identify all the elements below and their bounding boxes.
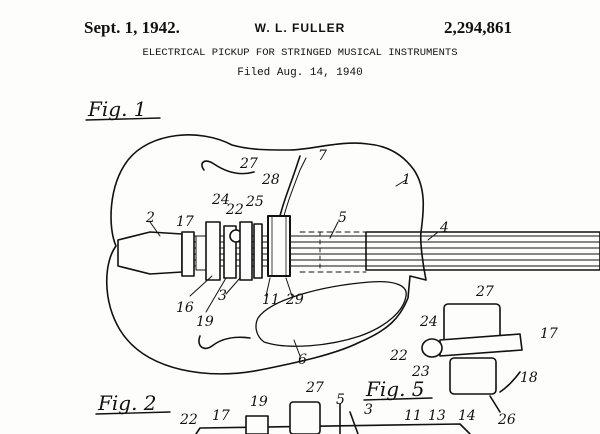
leader-19: [205, 277, 227, 313]
fig5-pivot: [421, 338, 443, 358]
fig5-ref-26: 26: [497, 412, 516, 428]
pickup-bracket: [239, 221, 253, 281]
leader-11: [265, 277, 271, 297]
ref-24: 24: [211, 192, 230, 208]
ref-22: 22: [225, 202, 244, 218]
ref-28: 28: [261, 172, 280, 188]
fig2-ref-5: 5: [336, 392, 345, 408]
filed-date: Filed Aug. 14, 1940: [237, 67, 363, 79]
fig5-magnet-housing: [449, 357, 497, 395]
fig1-underline: [85, 117, 161, 121]
fig5-ref-24: 24: [419, 314, 438, 330]
fig5-ref-18: 18: [520, 370, 538, 386]
fig2-underline: [95, 411, 171, 415]
ref-27: 27: [239, 156, 258, 172]
fig5-underline: [363, 397, 433, 401]
inventor-name: W. L. FULLER: [254, 21, 346, 35]
fig2-ref-3: 3: [364, 402, 373, 418]
leader-1: [395, 179, 407, 187]
fig5-ref-17: 17: [540, 326, 558, 342]
ref-25: 25: [245, 194, 264, 210]
upper-f-hole: [201, 160, 255, 175]
ref-17: 17: [176, 214, 194, 230]
leader-5: [329, 221, 339, 239]
pickup-clamp: [253, 223, 263, 279]
fig5-screw: [499, 371, 521, 393]
fig2-label: Fig. 2: [97, 391, 157, 415]
leader-29: [285, 277, 293, 297]
fig5-ref-27: 27: [475, 284, 494, 300]
fig2-post-2: [349, 411, 359, 434]
lower-f-hole: [198, 335, 251, 350]
ref-6: 6: [298, 352, 307, 368]
neck-inner: [365, 235, 600, 267]
tailpiece-anchor: [181, 231, 195, 277]
fig5-ref-23: 23: [411, 364, 430, 380]
fig2-body-edge: [195, 423, 471, 434]
fig2-ref-27: 27: [305, 380, 324, 396]
fig2-ref-13: 13: [428, 408, 446, 424]
leader-3: [225, 277, 241, 295]
ref-11: 11: [262, 292, 280, 308]
tailpiece-plate: [195, 235, 207, 271]
fig2-pickup: [289, 401, 321, 434]
tailpiece: [117, 231, 183, 275]
ref-19: 19: [196, 314, 214, 330]
patent-date: Sept. 1, 1942.: [84, 18, 180, 37]
leader-2: [149, 221, 161, 237]
fig5-leg: [489, 395, 501, 413]
leader-4: [427, 231, 439, 241]
fig5-label: Fig. 5: [365, 377, 425, 401]
fig2-ref-22: 22: [179, 412, 198, 428]
fig2-ref-19: 19: [250, 394, 268, 410]
ref-2: 2: [145, 210, 155, 226]
leader-16: [189, 275, 213, 297]
guitar-neck: [365, 231, 600, 271]
patent-title: ELECTRICAL PICKUP FOR STRINGED MUSICAL I…: [142, 47, 458, 59]
guitar-body-outline: [105, 134, 427, 375]
pickguard: [255, 280, 407, 347]
ref-16: 16: [176, 300, 194, 316]
ref-5: 5: [338, 210, 347, 226]
ref-1: 1: [402, 172, 411, 188]
fig2-ref-17: 17: [212, 408, 230, 424]
ref-3: 3: [218, 288, 227, 304]
patent-number: 2,294,861: [444, 18, 512, 37]
pickup-coil: [267, 215, 291, 277]
pickup-wire: [279, 155, 301, 217]
pickup-wire-2: [283, 157, 307, 217]
fig2-ref-14: 14: [458, 408, 476, 424]
ref-29: 29: [285, 292, 304, 308]
fig2-knob: [245, 415, 269, 434]
ref-4: 4: [439, 220, 449, 236]
bridge-base: [205, 221, 221, 281]
leader-6: [293, 339, 301, 357]
fig1-label: Fig. 1: [87, 97, 147, 121]
fig2-ref-11: 11: [404, 408, 422, 424]
ref-7: 7: [318, 148, 327, 164]
fig5-ref-22: 22: [389, 348, 408, 364]
